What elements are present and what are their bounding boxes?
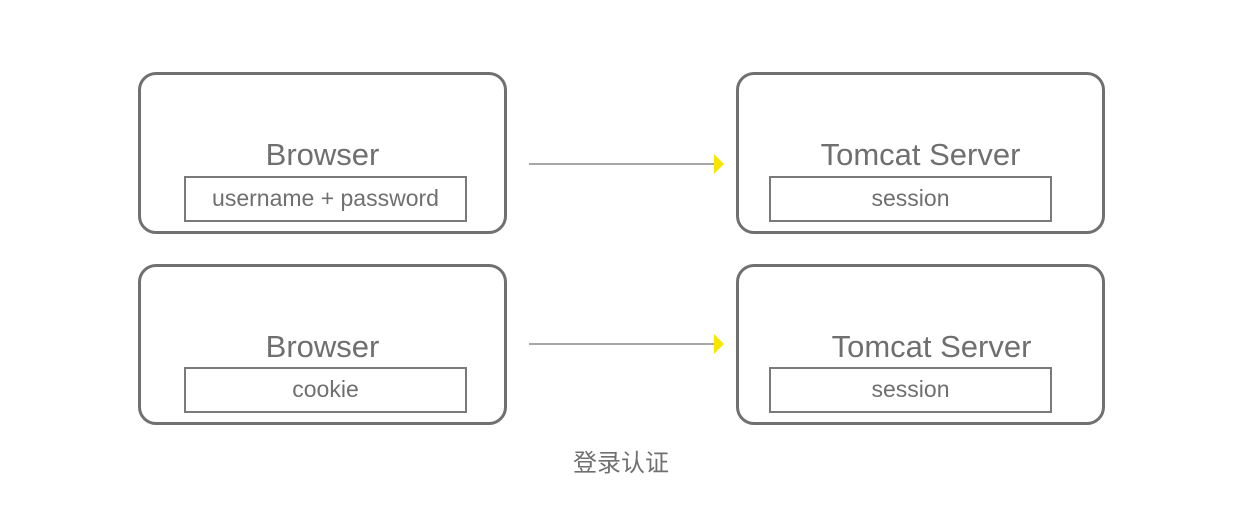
server-title: Tomcat Server xyxy=(820,137,1021,172)
server-box-login: Tomcat Server session xyxy=(736,72,1105,234)
arrow-head xyxy=(714,154,724,174)
server-box-cookie: Tomcat Server session xyxy=(736,264,1105,425)
request-arrow-cookie xyxy=(529,334,724,354)
browser-box-login: Browser username + password xyxy=(138,72,507,234)
session-field: session xyxy=(769,367,1052,413)
browser-box-cookie: Browser cookie xyxy=(138,264,507,425)
diagram-caption: 登录认证 xyxy=(573,449,669,477)
browser-title: Browser xyxy=(265,329,380,364)
browser-title: Browser xyxy=(265,137,380,172)
credentials-field: username + password xyxy=(184,176,467,222)
arrow-head xyxy=(714,334,724,354)
cookie-field: cookie xyxy=(184,367,467,413)
session-field: session xyxy=(769,176,1052,222)
request-arrow-login xyxy=(529,154,724,174)
server-title: Tomcat Server xyxy=(831,329,1032,364)
